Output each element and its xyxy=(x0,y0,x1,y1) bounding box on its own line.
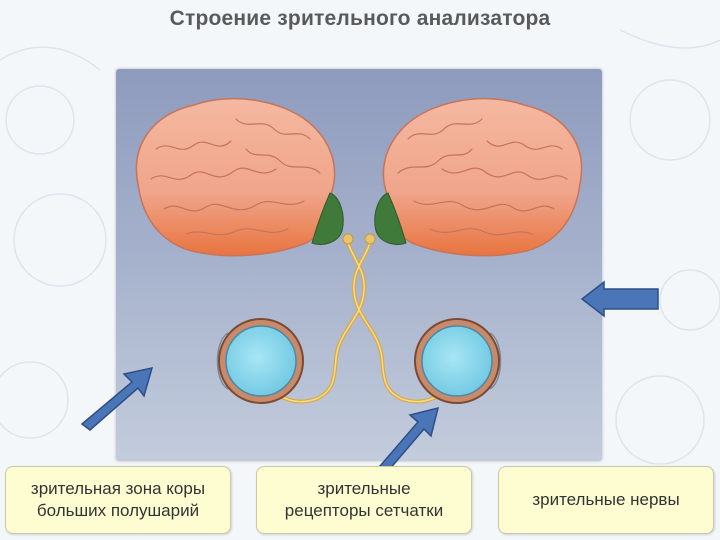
left-eye xyxy=(218,319,304,403)
right-hemisphere xyxy=(383,99,581,256)
left-hemisphere xyxy=(136,99,334,256)
page-title: Строение зрительного анализатора xyxy=(0,7,720,31)
label-retina-receptors: зрительные рецепторы сетчатки xyxy=(256,466,472,534)
diagram-panel xyxy=(116,69,602,461)
label-retina-receptors-text: зрительные рецепторы сетчатки xyxy=(285,478,443,522)
arrow-to-nerves-icon xyxy=(374,404,444,472)
arrow-to-cortex-icon xyxy=(580,280,662,318)
label-optic-nerves: зрительные нервы xyxy=(498,466,714,534)
arrow-to-receptors-icon xyxy=(76,364,162,434)
label-visual-cortex-text: зрительная зона коры больших полушарий xyxy=(31,478,205,522)
label-visual-cortex: зрительная зона коры больших полушарий xyxy=(5,466,231,534)
label-optic-nerves-text: зрительные нервы xyxy=(532,489,679,511)
right-eye xyxy=(415,319,501,403)
